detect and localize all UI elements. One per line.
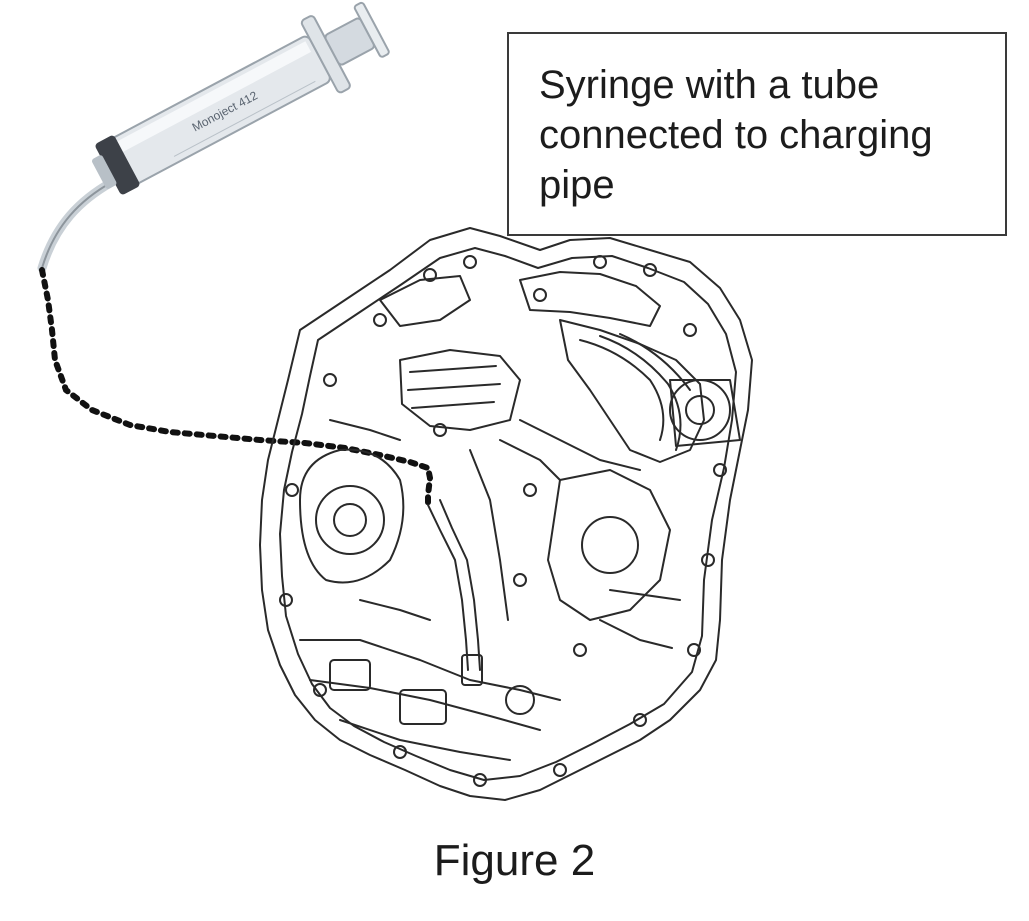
syringe-icon: Monoject 412 [37, 1, 390, 273]
callout-text: Syringe with a tube connected to chargin… [539, 63, 933, 207]
transmission-illustration [259, 227, 753, 801]
dotted-tube-line [39, 267, 434, 508]
callout-box: Syringe with a tube connected to chargin… [507, 32, 1007, 236]
figure-caption: Figure 2 [433, 836, 596, 885]
